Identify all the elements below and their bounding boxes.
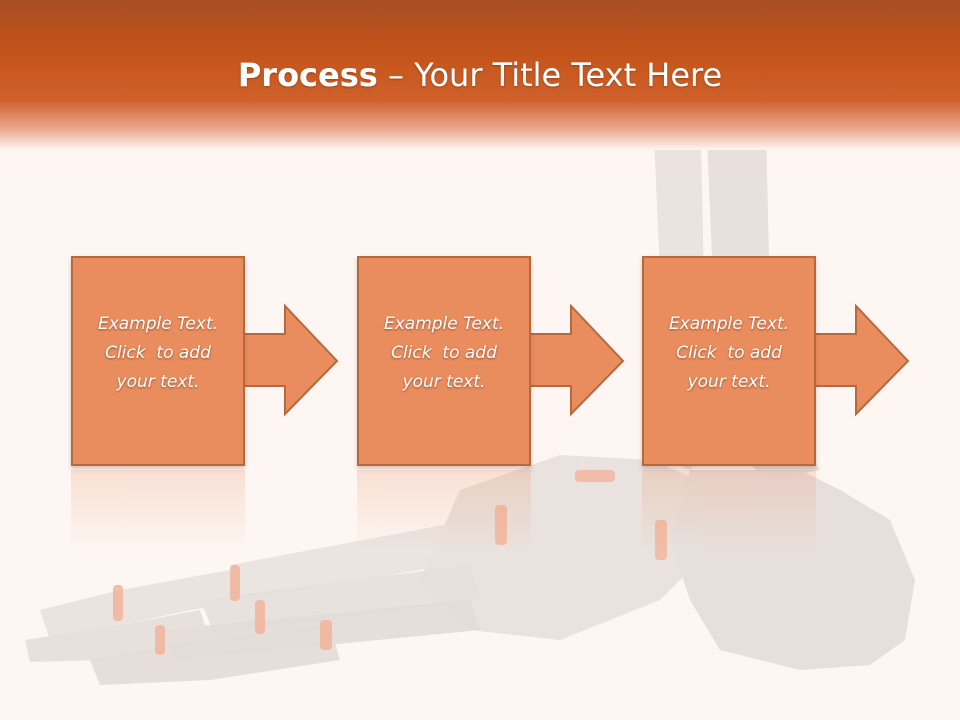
step-reflection [642,470,816,550]
step-text-line: Click to add [391,343,497,363]
arrow-right-icon [240,303,339,417]
process-step-box[interactable]: Example Text. Click to add your text. [357,256,531,466]
process-step-3: Example Text. Click to add your text. [642,256,912,471]
step-reflection [71,470,245,550]
step-reflection [357,470,531,550]
step-text-line: your text. [116,372,200,392]
step-text-line: your text. [402,372,486,392]
title-bold-part: Process [237,56,378,94]
title-rest-part: – Your Title Text Here [377,56,723,94]
step-text[interactable]: Example Text. Click to add your text. [73,310,243,397]
step-text-line: Example Text. [97,314,219,334]
step-text[interactable]: Example Text. Click to add your text. [359,310,529,397]
process-step-1: Example Text. Click to add your text. [71,256,341,471]
title-bar [0,0,960,150]
step-text-line: Click to add [105,343,211,363]
step-text-line: your text. [687,372,771,392]
process-step-2: Example Text. Click to add your text. [357,256,627,471]
step-text[interactable]: Example Text. Click to add your text. [644,310,814,397]
step-text-line: Example Text. [668,314,790,334]
slide-title[interactable]: Process – Your Title Text Here [0,50,960,100]
process-step-box[interactable]: Example Text. Click to add your text. [642,256,816,466]
process-step-box[interactable]: Example Text. Click to add your text. [71,256,245,466]
arrow-right-icon [526,303,625,417]
arrow-right-icon [811,303,910,417]
step-text-line: Click to add [676,343,782,363]
step-text-line: Example Text. [383,314,505,334]
